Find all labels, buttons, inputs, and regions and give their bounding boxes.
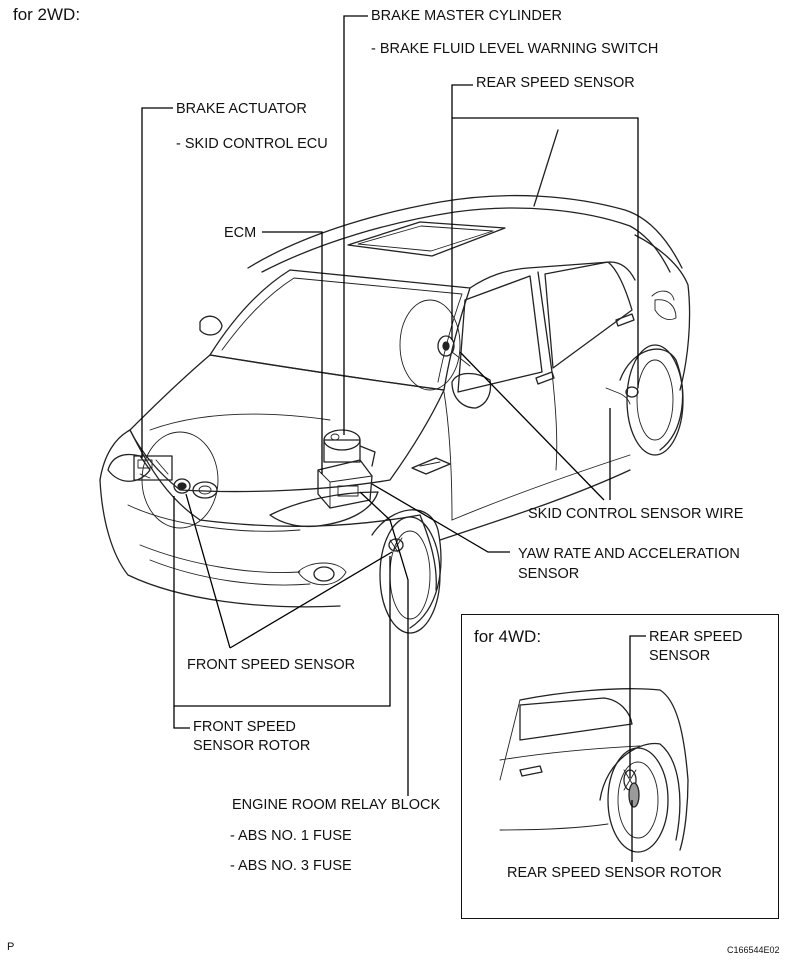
front-wheel-arch xyxy=(371,509,442,629)
inset-label-rear-speed-line2: SENSOR xyxy=(649,648,711,664)
inset-4wd-frame xyxy=(461,614,779,919)
inset-tire xyxy=(607,747,669,853)
fog-lamp-bezel xyxy=(297,562,347,586)
rear-right-sensor-part xyxy=(625,386,639,398)
label-front-speed-sensor: FRONT SPEED SENSOR xyxy=(187,657,356,673)
windshield-inner xyxy=(221,277,463,383)
figure-code: C166544E02 xyxy=(727,945,780,955)
label-abs-no1-fuse: - ABS NO. 1 FUSE xyxy=(230,828,352,844)
small-mirror xyxy=(199,315,223,336)
a-pillar xyxy=(469,261,636,289)
label-yaw-rate-line2: SENSOR xyxy=(518,566,580,582)
rear-speed-sensor-part xyxy=(437,335,471,367)
label-skid-control-sensor-wire: SKID CONTROL SENSOR WIRE xyxy=(528,506,744,522)
side-mirror xyxy=(451,372,492,409)
leader-rear-speed-sensor-right xyxy=(452,117,639,388)
windshield xyxy=(209,269,471,391)
side-sill xyxy=(439,469,631,541)
variant-2wd-title: for 2WD: xyxy=(13,5,81,24)
fog-lamp xyxy=(313,566,335,582)
front-right-rim xyxy=(389,530,431,620)
label-ecm: ECM xyxy=(224,225,257,241)
brake-actuator-part xyxy=(133,455,173,481)
car-roof-inner xyxy=(261,207,671,273)
b-pillar xyxy=(537,271,553,373)
inset-lower-body xyxy=(499,823,609,831)
leader-engine-room-relay xyxy=(359,491,409,796)
grille-upper xyxy=(127,504,301,532)
antenna xyxy=(533,129,559,207)
rear-lamp xyxy=(654,299,677,321)
sunroof xyxy=(347,221,506,257)
leader-front-rotor xyxy=(173,496,391,707)
emblem xyxy=(192,481,218,499)
inset-4wd-title: for 4WD: xyxy=(474,627,542,646)
inset-pillar xyxy=(499,699,521,781)
inset-wheel-arch xyxy=(599,742,681,841)
inset-label-rear-speed-line1: REAR SPEED xyxy=(649,629,743,645)
right-headlamp xyxy=(269,491,379,528)
label-yaw-rate-line1: YAW RATE AND ACCELERATION xyxy=(518,546,740,562)
label-front-speed-rotor-line1: FRONT SPEED xyxy=(193,719,296,735)
front-right-tire xyxy=(379,516,441,634)
leader-yaw-rate xyxy=(371,483,510,553)
leader-front-speed-a xyxy=(185,493,231,649)
rear-side-window xyxy=(544,261,633,369)
lower-intake xyxy=(149,559,311,586)
inset-door-handle xyxy=(519,765,543,777)
grille-lower xyxy=(139,544,301,573)
emblem-inner xyxy=(198,485,212,495)
rear-door-line xyxy=(551,371,558,471)
label-abs-no3-fuse: - ABS NO. 3 FUSE xyxy=(230,858,352,874)
rear-hatch xyxy=(634,234,691,391)
label-brake-master-cylinder: BRAKE MASTER CYLINDER xyxy=(371,8,562,24)
leader-lines xyxy=(141,15,639,796)
front-side-window xyxy=(457,275,543,393)
door-bottom xyxy=(451,454,631,521)
inset-door-line xyxy=(499,745,641,761)
hood xyxy=(129,354,445,493)
label-brake-fluid-switch: - BRAKE FLUID LEVEL WARNING SWITCH xyxy=(371,41,659,57)
leader-front-speed-b xyxy=(229,551,393,649)
leader-brake-master-cylinder xyxy=(343,15,368,435)
car-roof xyxy=(247,194,683,269)
leader-brake-actuator xyxy=(141,107,173,458)
rear-left-wheel-ghost xyxy=(399,299,461,391)
front-bumper xyxy=(99,479,341,608)
fuel-lid xyxy=(651,290,675,301)
inset-rear-quarter xyxy=(519,688,689,851)
hood-crease xyxy=(149,413,331,431)
label-rear-speed-sensor: REAR SPEED SENSOR xyxy=(476,75,635,91)
leader-front-rotor-label xyxy=(173,706,190,729)
leader-4wd-rear-speed xyxy=(629,635,646,778)
leader-skid-wire-a xyxy=(459,351,605,501)
leader-ecm xyxy=(262,231,323,474)
inset-window xyxy=(519,697,633,741)
rear-door-handle xyxy=(615,313,635,327)
label-skid-control-ecu: - SKID CONTROL ECU xyxy=(176,136,328,152)
rear-right-tire xyxy=(626,344,684,456)
yaw-rate-sensor-part xyxy=(411,457,451,475)
label-engine-room-relay-block: ENGINE ROOM RELAY BLOCK xyxy=(232,797,441,813)
left-headlamp xyxy=(107,453,151,482)
brake-master-cylinder-part xyxy=(323,429,376,467)
sunroof-inner xyxy=(357,225,494,252)
leader-rear-speed-sensor xyxy=(451,84,473,340)
front-fascia xyxy=(99,429,437,591)
front-door-line xyxy=(443,391,453,521)
label-front-speed-rotor-line2: SENSOR ROTOR xyxy=(193,738,311,754)
rear-right-rim xyxy=(636,359,674,441)
inset-label-rear-speed-rotor: REAR SPEED SENSOR ROTOR xyxy=(507,865,722,881)
front-speed-sensor-part-left xyxy=(173,478,191,494)
page-marker: P xyxy=(7,941,15,953)
label-brake-actuator: BRAKE ACTUATOR xyxy=(176,101,307,117)
inset-rim xyxy=(617,761,659,839)
rear-wheel-arch xyxy=(619,348,684,451)
front-door-handle xyxy=(535,371,555,385)
skid-control-sensor-wire-part xyxy=(605,387,631,405)
